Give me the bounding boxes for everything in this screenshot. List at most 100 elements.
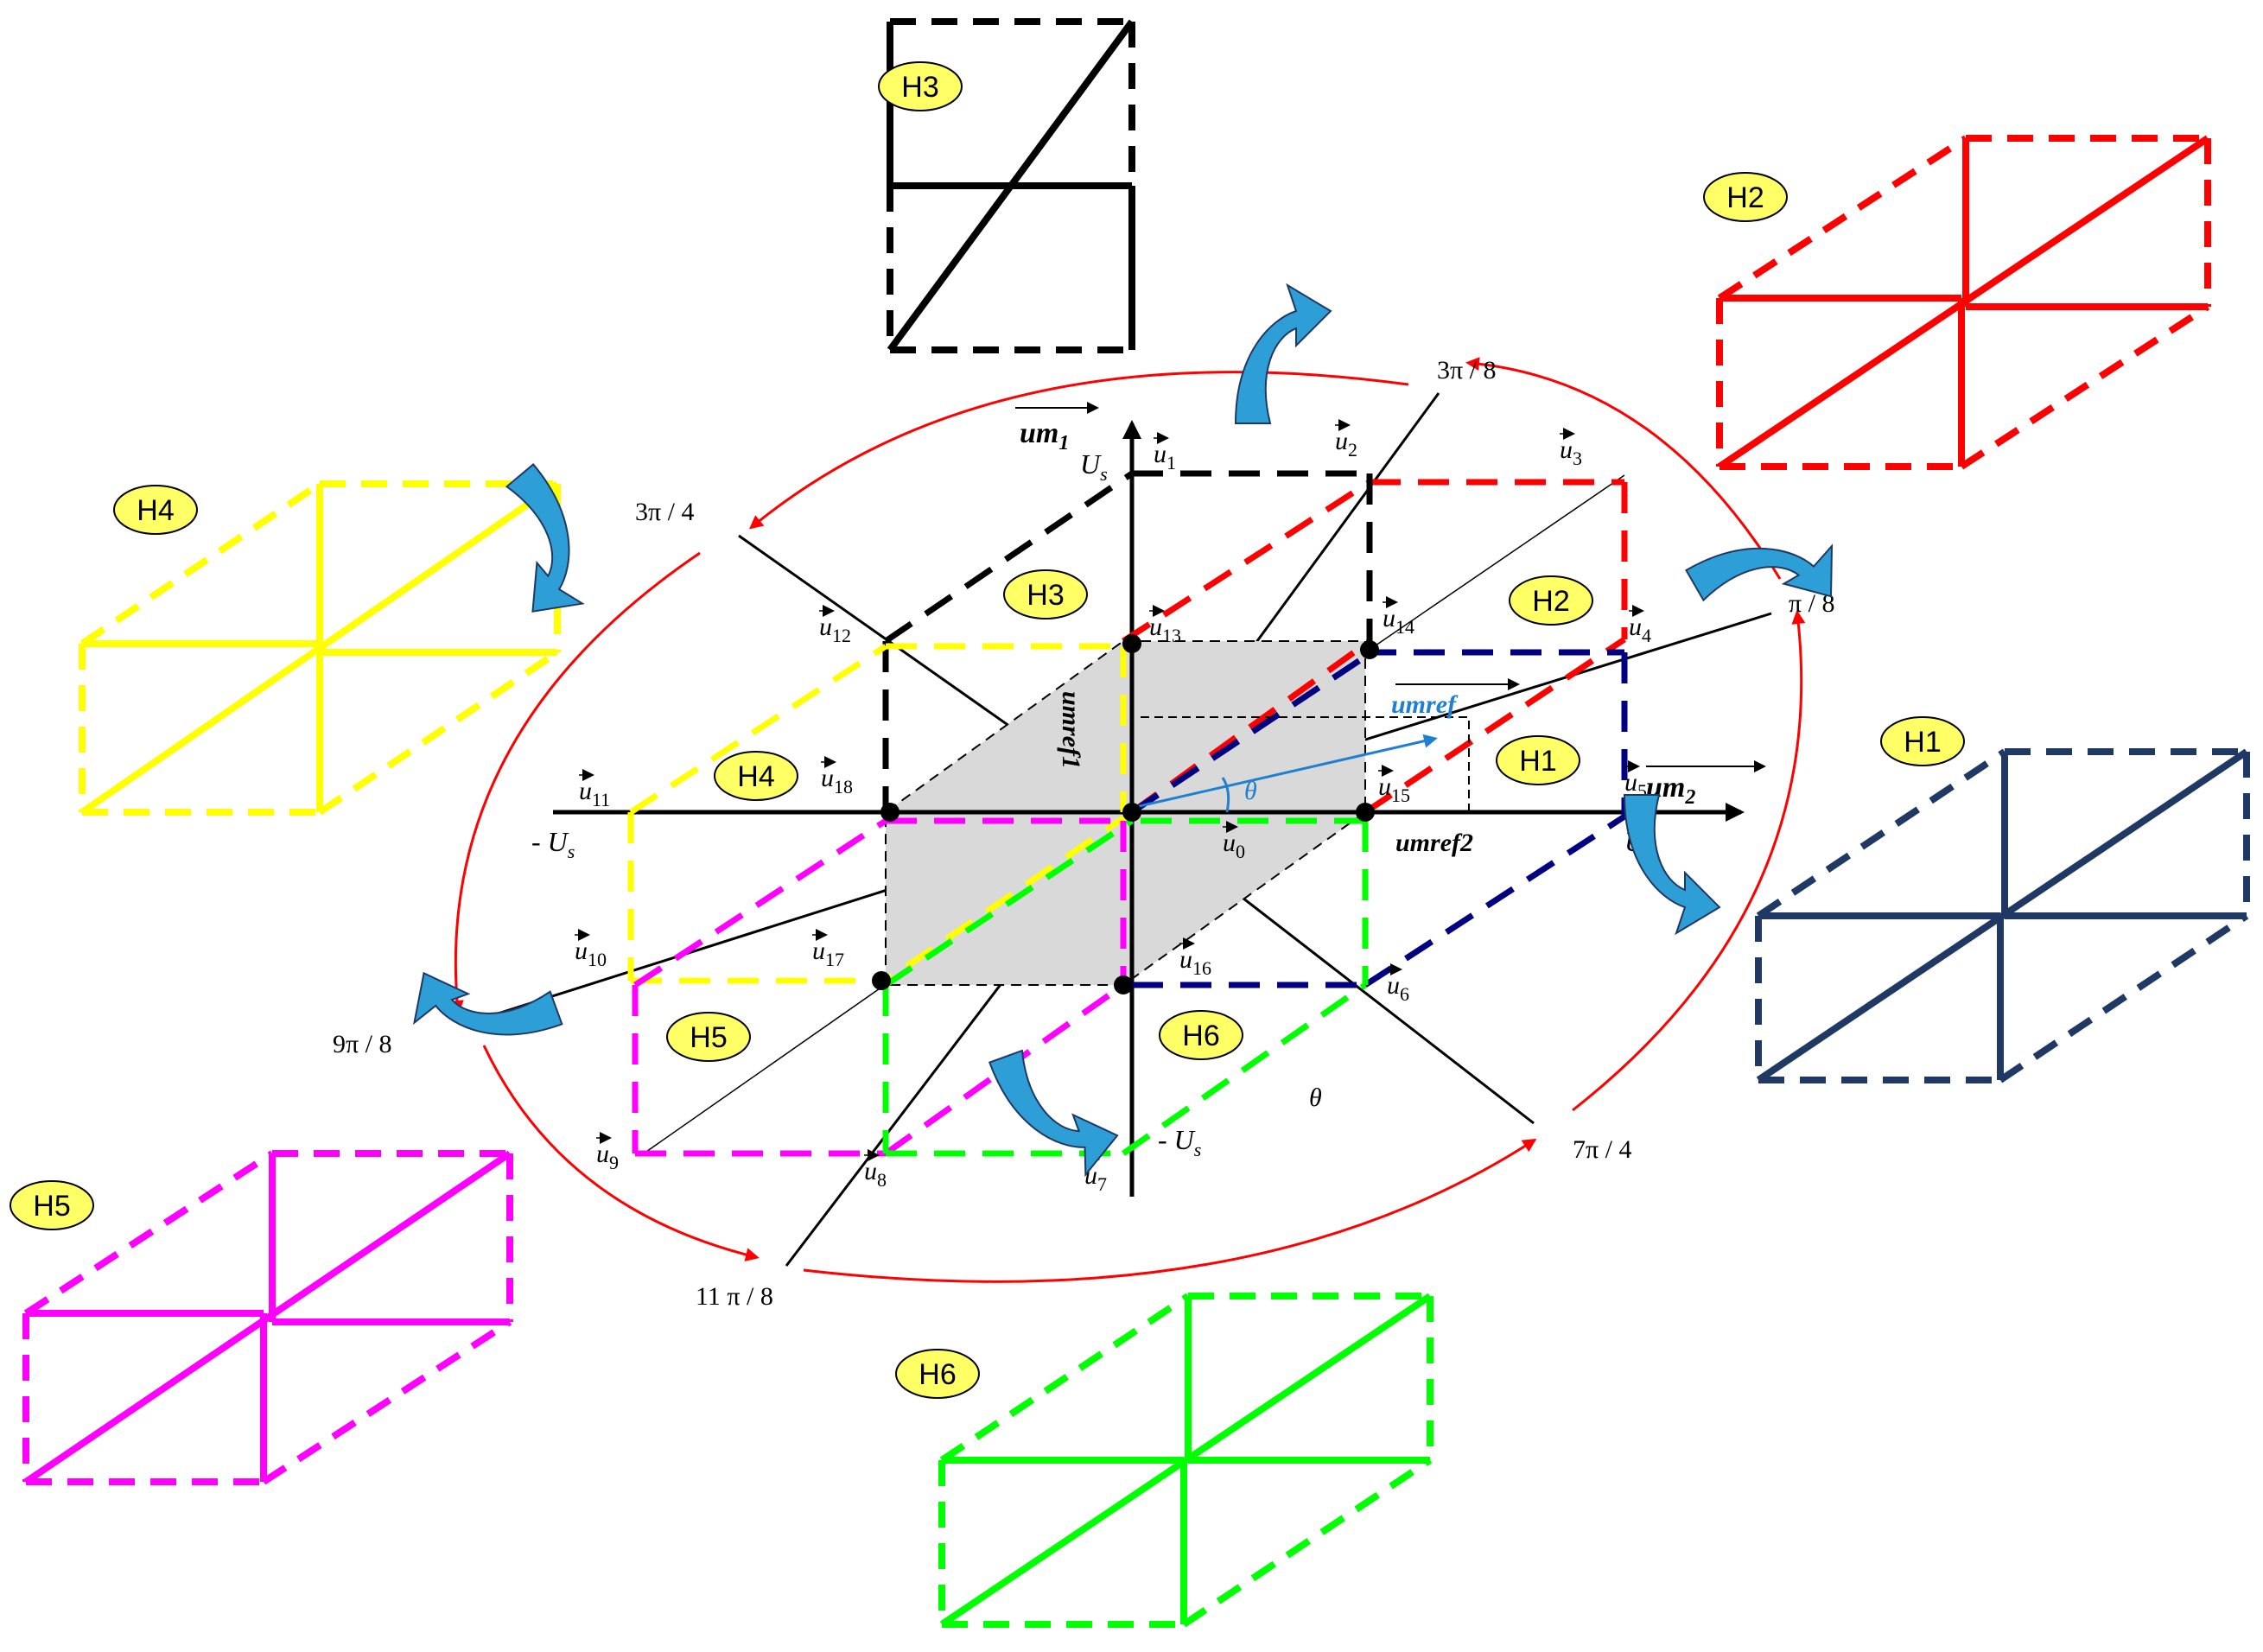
badge-h2: H2 (1703, 172, 1788, 222)
umref-vector (1131, 734, 1438, 810)
umref-label: umref (1391, 690, 1459, 719)
svg-text:u1: u1 (1154, 440, 1176, 473)
cube-h5 (22, 1150, 513, 1485)
svg-text:H3: H3 (901, 71, 938, 104)
svg-text:u11: u11 (579, 777, 610, 810)
vector-label-u17: u17 (812, 929, 844, 970)
vector-label-u14: u14 (1383, 596, 1414, 638)
badge-h4: H4 (714, 751, 798, 801)
curved-arrow-icon (988, 1049, 1119, 1178)
badge-h5: H5 (10, 1180, 94, 1230)
svg-text:H2: H2 (1726, 181, 1764, 214)
curved-arrow-icon (412, 971, 563, 1036)
angle-7pi4: 7π / 4 (1573, 1135, 1631, 1164)
vector-label-u2: u2 (1335, 419, 1357, 461)
theta-label: θ (1244, 777, 1257, 805)
us-left-label: - Us (531, 826, 575, 862)
svg-text:H1: H1 (1904, 726, 1941, 759)
svg-text:H6: H6 (1182, 1020, 1219, 1052)
badge-h1: H1 (1880, 716, 1965, 766)
umref1-label: umref1 (1057, 691, 1085, 769)
svg-text:u8: u8 (864, 1157, 887, 1191)
inner-hex-h3 (882, 470, 1373, 812)
cube-h6 (938, 1293, 1433, 1628)
inner-hex-h4 (627, 643, 1134, 984)
badge-h6: H6 (895, 1349, 980, 1399)
vector-label-u15: u15 (1378, 765, 1410, 806)
vector-label-u6: u6 (1387, 963, 1409, 1005)
us-top-label: Us (1080, 448, 1108, 485)
angle-9pi8: 9π / 8 (333, 1030, 391, 1058)
vector-label-u1: u1 (1154, 432, 1176, 473)
cube-h1 (1755, 748, 2250, 1083)
vector-label-u11: u11 (579, 769, 610, 810)
theta-arc (1221, 777, 1230, 813)
badge-h6: H6 (1159, 1010, 1243, 1060)
curved-arrow-icon (1234, 283, 1332, 424)
badge-h2: H2 (1509, 575, 1593, 626)
svg-text:u13: u13 (1149, 613, 1181, 646)
vector-label-u3: u3 (1560, 428, 1582, 469)
vector-label-u8: u8 (864, 1149, 887, 1191)
badge-h4: H4 (113, 485, 198, 535)
vector-label-u0: u0 (1223, 821, 1245, 862)
cube-h2 (1716, 135, 2211, 470)
svg-text:u0: u0 (1223, 829, 1245, 862)
svg-text:u17: u17 (812, 937, 844, 970)
svg-text:u15: u15 (1378, 772, 1410, 806)
badge-h5: H5 (666, 1012, 751, 1062)
svg-text:H4: H4 (137, 494, 174, 527)
svg-text:H1: H1 (1519, 745, 1556, 778)
badge-h3: H3 (1003, 569, 1088, 620)
svg-text:u4: u4 (1629, 613, 1651, 646)
vertex-dots (872, 634, 1379, 994)
curved-arrow-icon (1685, 543, 1834, 602)
vector-label-u16: u16 (1179, 937, 1211, 979)
outer-cubes (22, 18, 2250, 1628)
umref2-label: umref2 (1395, 829, 1473, 857)
theta2-label: θ (1309, 1083, 1322, 1112)
inner-hex-h1 (1130, 649, 1628, 988)
main-axes (553, 420, 1745, 1197)
inner-hex-h6 (882, 817, 1369, 1157)
vector-label-u9: u9 (596, 1132, 619, 1173)
svg-text:H5: H5 (33, 1190, 70, 1223)
svg-text:u18: u18 (821, 764, 853, 797)
curved-arrows (412, 283, 1834, 1178)
umref-rectangle (1141, 716, 1470, 812)
svg-text:H4: H4 (737, 760, 774, 793)
vector-label-u10: u10 (575, 929, 607, 970)
svg-text:H2: H2 (1532, 585, 1569, 618)
svg-text:u9: u9 (596, 1140, 619, 1173)
svg-text:u10: u10 (575, 937, 607, 970)
cube-h3 (887, 18, 1135, 353)
curved-arrow-icon (505, 463, 585, 613)
vector-label-u13: u13 (1149, 605, 1181, 646)
angle-11pi8: 11 π / 8 (696, 1282, 773, 1311)
curved-arrow-icon (1623, 794, 1721, 936)
us-bottom-label: - Us (1158, 1124, 1201, 1160)
rotation-ellipse (449, 357, 1806, 1283)
um1-label: um1 (1020, 417, 1069, 454)
vector-label-u5: u5 (1624, 760, 1647, 802)
vector-label-u4: u4 (1629, 605, 1651, 646)
angle-3pi8: 3π / 8 (1437, 356, 1496, 384)
badge-h3: H3 (878, 61, 963, 111)
svg-text:u3: u3 (1560, 435, 1582, 469)
svg-text:u12: u12 (819, 613, 851, 646)
svg-text:H5: H5 (690, 1021, 727, 1054)
badge-h1: H1 (1496, 735, 1580, 785)
svg-text:u16: u16 (1179, 945, 1211, 979)
svg-text:H3: H3 (1027, 579, 1064, 612)
svg-text:H6: H6 (919, 1358, 956, 1391)
vector-label-u18: u18 (821, 756, 853, 797)
angle-3pi4: 3π / 4 (635, 498, 694, 526)
svg-text:u14: u14 (1383, 604, 1414, 638)
svg-text:u2: u2 (1335, 427, 1357, 461)
svg-text:u5: u5 (1624, 768, 1647, 802)
vector-label-u12: u12 (819, 605, 851, 646)
